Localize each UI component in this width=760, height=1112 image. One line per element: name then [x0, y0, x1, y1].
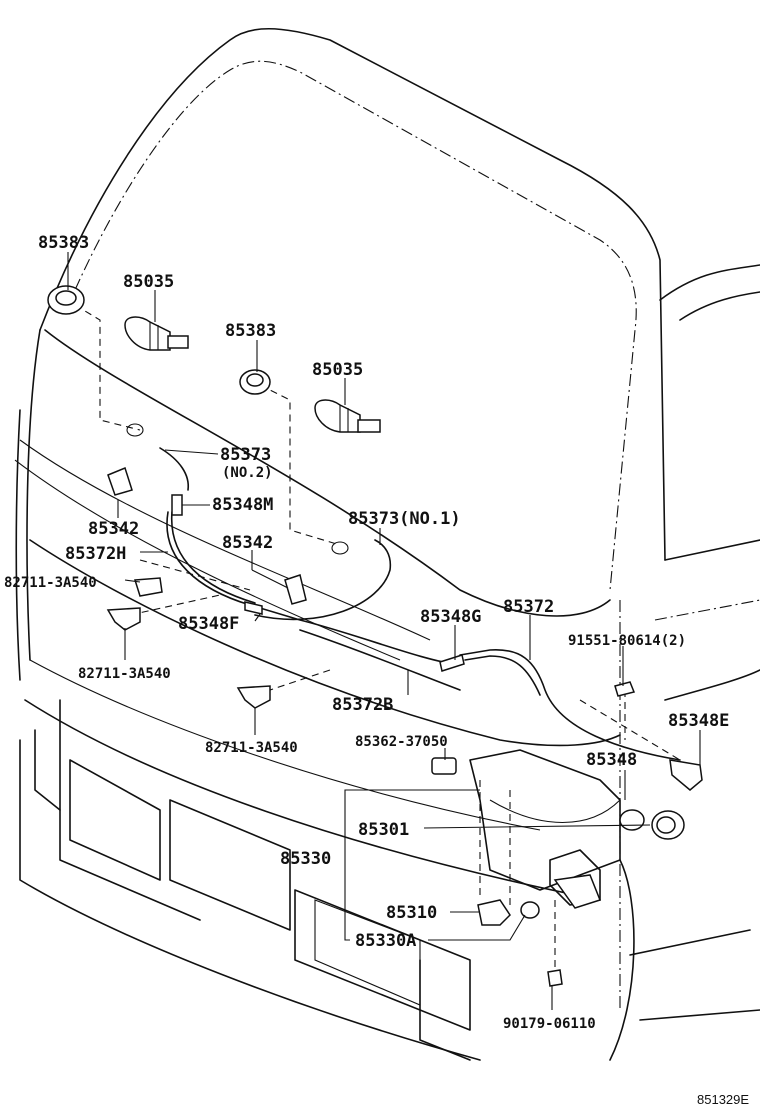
body-outline: [14, 28, 760, 1061]
label-l16: 91551-80614(2): [568, 633, 686, 649]
clamp-85342-a: [107, 466, 133, 496]
label-l11: 85372H: [65, 544, 126, 564]
label-l5: 85373: [220, 445, 271, 465]
pump-85310: [477, 899, 540, 926]
label-l14: 85348G: [420, 607, 481, 627]
cap-85301: [619, 809, 685, 840]
label-l2: 85035: [123, 272, 174, 292]
leader-lines: [67, 252, 701, 1010]
hoses: [159, 447, 681, 761]
label-l21: 85348E: [668, 711, 729, 731]
bracket-85330a: [553, 874, 601, 909]
part-labels: 85383 85035 85383 85035 85373 (NO.2) 853…: [4, 233, 749, 1107]
label-l19: 82711-3A540: [205, 740, 298, 756]
label-l7: 85348M: [212, 495, 273, 515]
label-l18: 85372B: [332, 695, 393, 715]
grommet-85383-b: [239, 369, 271, 395]
connector-85348f: [244, 601, 263, 615]
clamp-85342-b: [284, 574, 307, 605]
bolt-91551: [614, 681, 636, 697]
grommet-85383-a: [47, 285, 85, 315]
nozzle-85035-b: [314, 399, 381, 433]
opening-b: [331, 541, 349, 555]
assembly-lines: [74, 304, 681, 970]
label-l13: 85348F: [178, 614, 239, 634]
connector-85348g: [439, 654, 465, 672]
label-l27: 90179-06110: [503, 1016, 596, 1032]
label-l22: 85348: [586, 750, 637, 770]
label-l4: 85035: [312, 360, 363, 380]
connector-85348m: [171, 494, 183, 516]
connector-85348e: [669, 759, 703, 791]
nozzle-85035-a: [124, 316, 189, 351]
label-l1: 85383: [38, 233, 89, 253]
opening-a: [126, 423, 144, 437]
label-l3: 85383: [225, 321, 276, 341]
bolt-90179: [547, 969, 563, 987]
clip-82711-c: [236, 685, 271, 709]
clip-82711-a: [134, 577, 163, 597]
label-l26: 85330A: [355, 931, 416, 951]
parts: [47, 285, 703, 987]
label-l9: 85373(NO.1): [348, 509, 461, 529]
label-l23: 85301: [358, 820, 409, 840]
label-l8: 85342: [88, 519, 139, 539]
label-l10: 85342: [222, 533, 273, 553]
label-l17: 82711-3A540: [78, 666, 171, 682]
label-l20: 85362-37050: [355, 734, 448, 750]
grommet-85362: [431, 757, 457, 775]
label-l12: 82711-3A540: [4, 575, 97, 591]
label-l15: 85372: [503, 597, 554, 617]
label-l25: 85310: [386, 903, 437, 923]
clip-82711-b: [106, 607, 141, 631]
label-l6: (NO.2): [222, 465, 273, 481]
reference-code: 851329E: [697, 1092, 749, 1107]
label-l24: 85330: [280, 849, 331, 869]
